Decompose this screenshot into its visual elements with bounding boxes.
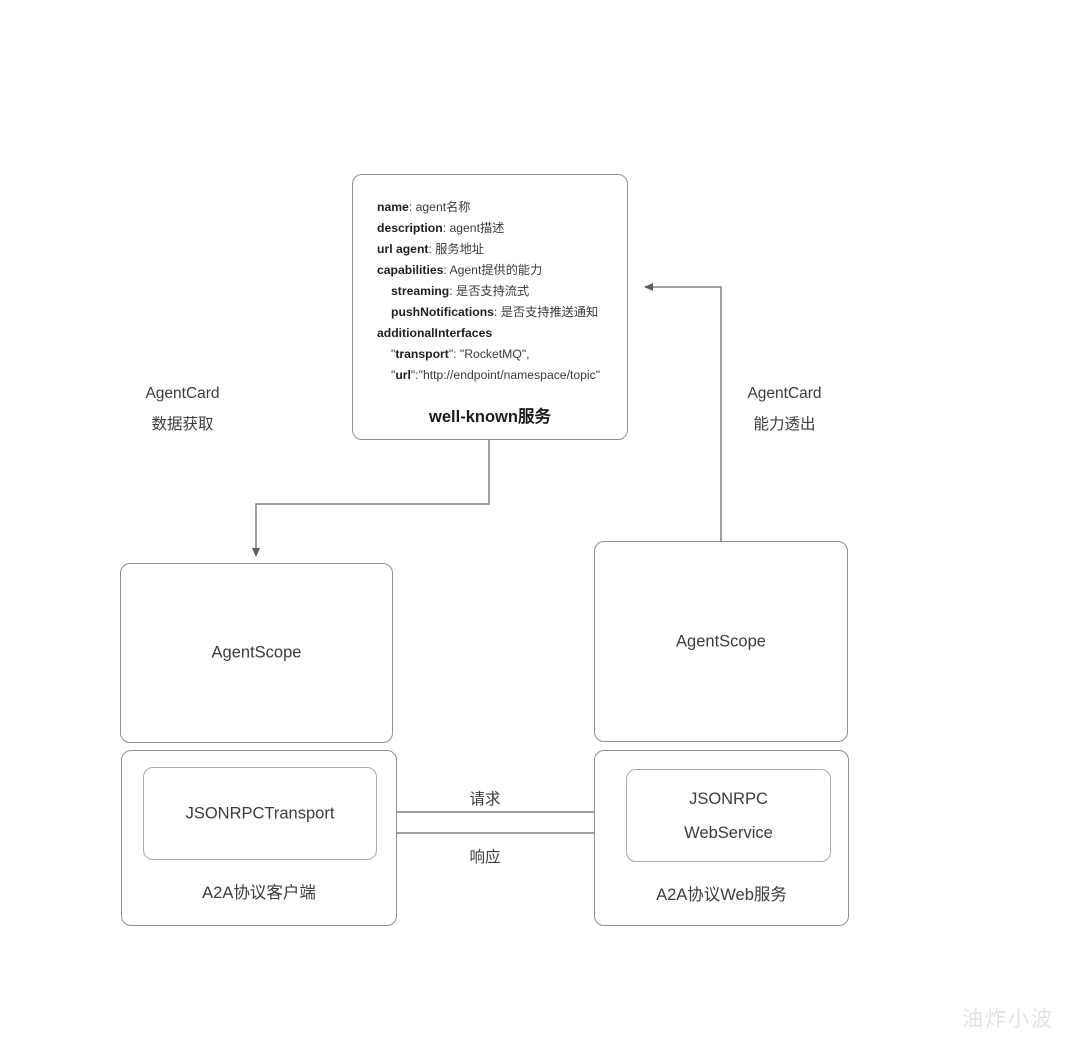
edge-label-agentcard-fetch: AgentCard 数据获取 <box>110 378 255 440</box>
a2a-client-label: A2A协议客户端 <box>202 884 316 902</box>
a2a-server-label: A2A协议Web服务 <box>656 886 787 904</box>
edge-label-agentcard-expose: AgentCard 能力透出 <box>712 378 857 440</box>
card-line-description: description: agent描述 <box>377 221 505 235</box>
a2a-client-container: JSONRPCTransport A2A协议客户端 <box>121 750 397 926</box>
well-known-service-title: well-known服务 <box>429 408 551 426</box>
card-line-url: "url":"http://endpoint/namespace/topic" <box>391 368 601 382</box>
jsonrpc-webservice-line2: WebService <box>684 823 773 842</box>
well-known-card-body: name: agent名称 description: agent描述 url a… <box>377 197 617 386</box>
agentscope-server-label: AgentScope <box>676 632 766 650</box>
watermark: 油炸小波 <box>962 1008 1054 1031</box>
edge-label-response: 响应 <box>469 849 501 866</box>
jsonrpc-transport-box: JSONRPCTransport <box>143 767 377 860</box>
jsonrpc-transport-label: JSONRPCTransport <box>185 804 335 822</box>
edge-label-agentcard-fetch-line1: AgentCard <box>145 385 220 402</box>
card-line-additional-interfaces: additionalInterfaces <box>377 326 493 340</box>
edge-label-request: 请求 <box>469 791 501 808</box>
card-line-streaming: streaming: 是否支持流式 <box>391 284 530 298</box>
edge-server-to-wellknown <box>644 283 722 541</box>
card-line-url-agent: url agent: 服务地址 <box>377 242 484 256</box>
agentscope-server-box: AgentScope <box>594 541 848 742</box>
well-known-service-card: name: agent名称 description: agent描述 url a… <box>352 174 628 440</box>
card-line-transport: "transport": "RocketMQ", <box>391 347 530 361</box>
agentscope-client-box: AgentScope <box>120 563 393 743</box>
a2a-server-container: JSONRPC WebService A2A协议Web服务 <box>594 750 849 926</box>
card-line-push-notifications: pushNotifications: 是否支持推送通知 <box>391 305 599 319</box>
agentscope-client-label: AgentScope <box>211 643 302 662</box>
card-line-name: name: agent名称 <box>377 200 471 214</box>
edge-label-agentcard-expose-line2: 能力透出 <box>753 416 816 433</box>
jsonrpc-webservice-box: JSONRPC WebService <box>626 769 831 862</box>
card-line-capabilities: capabilities: Agent提供的能力 <box>377 263 543 277</box>
edge-wellknown-to-client <box>252 440 490 557</box>
jsonrpc-webservice-label: JSONRPC WebService <box>627 782 830 850</box>
jsonrpc-webservice-line1: JSONRPC <box>689 789 768 808</box>
edge-label-agentcard-expose-line1: AgentCard <box>747 385 822 402</box>
edge-label-agentcard-fetch-line2: 数据获取 <box>151 416 214 433</box>
